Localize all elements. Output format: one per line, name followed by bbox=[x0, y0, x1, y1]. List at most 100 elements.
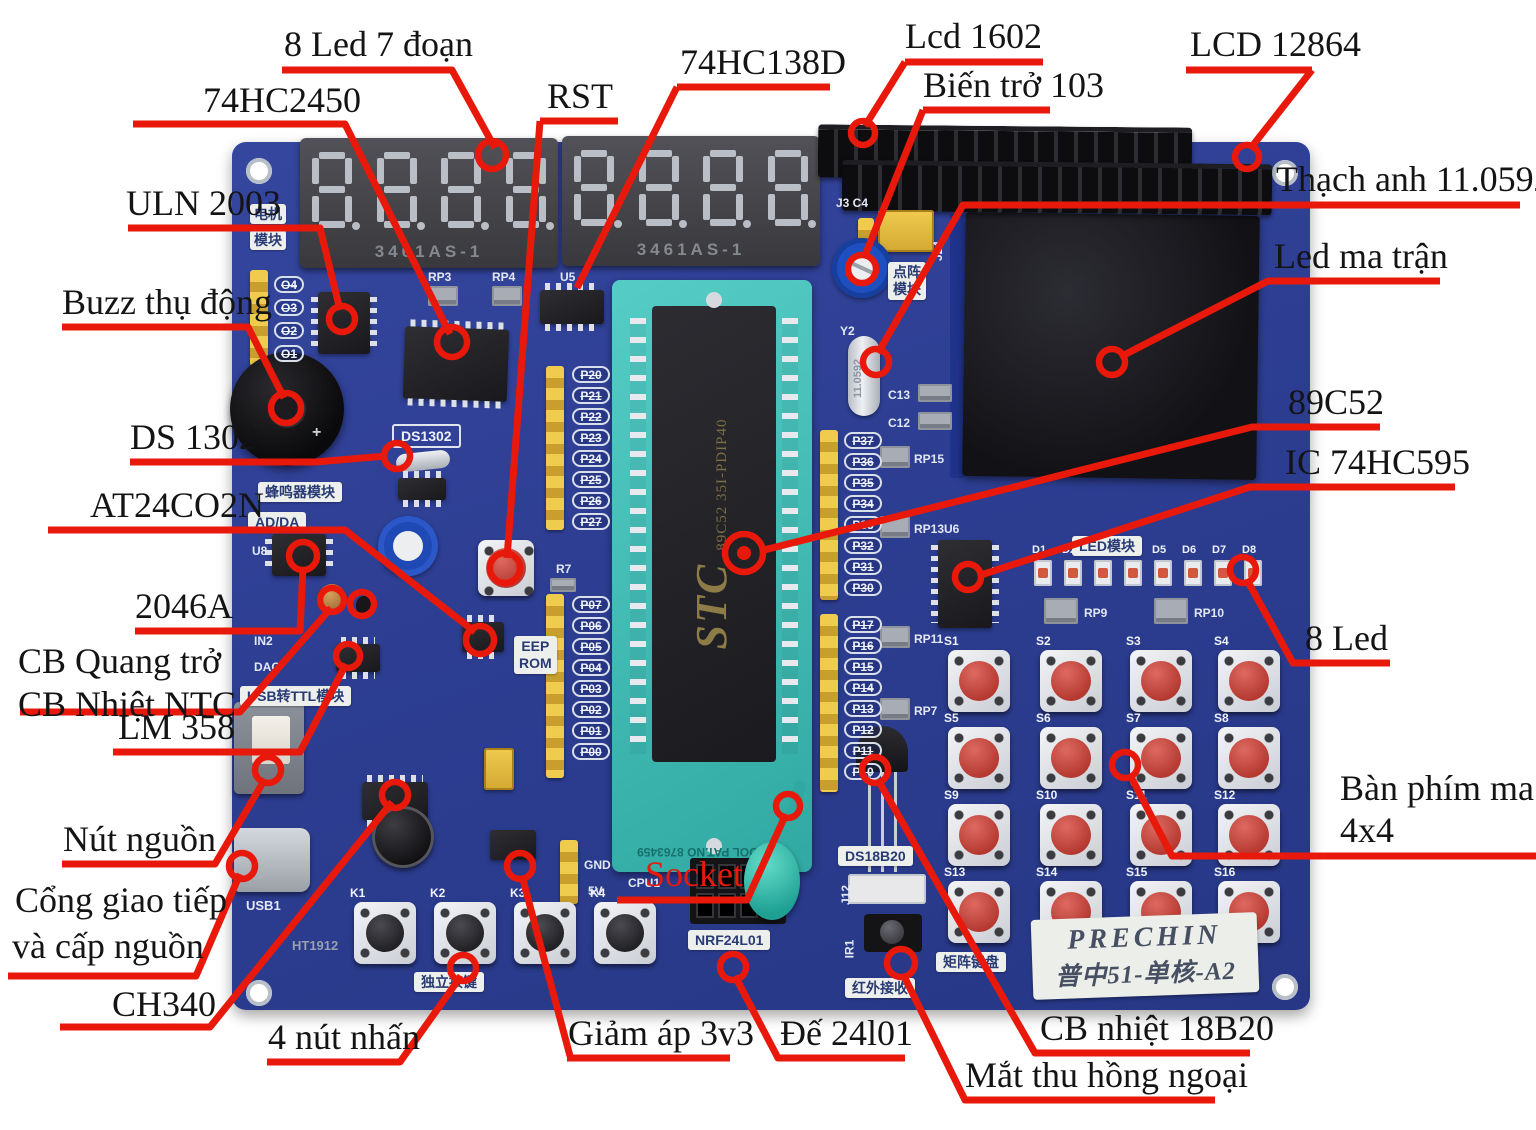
mount-hole bbox=[246, 980, 272, 1006]
callout-de24l01: Đế 24l01 bbox=[780, 1013, 913, 1053]
callout-cb-quang: CB Quang trở bbox=[18, 641, 222, 681]
led-d1: D1 bbox=[1032, 544, 1052, 586]
callout-89c52: 89C52 bbox=[1288, 382, 1385, 422]
callout-socket: Socket bbox=[645, 854, 743, 894]
callout-cb18b20: CB nhiệt 18B20 bbox=[1040, 1008, 1275, 1048]
resistor-network bbox=[880, 446, 910, 468]
u6-silk: U6 bbox=[944, 522, 960, 536]
rp10-silk: RP10 bbox=[1194, 606, 1225, 620]
mount-hole bbox=[1272, 160, 1298, 186]
dip-pins-right bbox=[782, 318, 798, 754]
u5-silk: U5 bbox=[560, 270, 576, 284]
reset-button bbox=[478, 540, 534, 596]
key-s1: S1 bbox=[944, 634, 1010, 712]
uln2003-chip bbox=[311, 292, 377, 354]
rp3-silk: RP3 bbox=[428, 270, 452, 284]
jumper-block bbox=[878, 210, 934, 252]
ir1-silk: IR1 bbox=[842, 939, 857, 959]
rp9-part bbox=[1044, 598, 1078, 624]
j12-silk: J12 bbox=[839, 884, 854, 906]
mount-hole bbox=[246, 158, 272, 184]
teal-capacitor bbox=[744, 842, 800, 920]
callout-banphim-1: Bàn phím ma trận bbox=[1340, 768, 1536, 808]
header-p0 bbox=[546, 594, 564, 778]
lcd12864-connector bbox=[841, 159, 1273, 216]
header-p2 bbox=[546, 366, 564, 530]
at24c02-chip bbox=[462, 615, 504, 659]
socket-screw-top bbox=[706, 292, 722, 308]
key-s3: S3 bbox=[1126, 634, 1192, 712]
callout-at24c02n: AT24CO2N bbox=[90, 485, 265, 525]
callout-74hc595: IC 74HC595 bbox=[1285, 442, 1471, 482]
key-s5: S5 bbox=[944, 711, 1010, 789]
r7-part bbox=[550, 578, 576, 592]
key-s11: S11 bbox=[1126, 788, 1192, 866]
power-switch-button bbox=[252, 716, 290, 764]
capacitor bbox=[918, 384, 952, 402]
rp9-silk: RP9 bbox=[1084, 606, 1108, 620]
key-s6: S6 bbox=[1036, 711, 1102, 789]
resistor-network bbox=[880, 516, 910, 538]
brand-label: PRECHIN 普中51-单核-A2 bbox=[1030, 912, 1260, 1000]
callout-bientro: Biến trở 103 bbox=[923, 65, 1105, 105]
dac-silk: DAC bbox=[254, 660, 280, 674]
led-module-silk: LED模块 bbox=[1072, 536, 1142, 557]
usb1-silk: USB1 bbox=[246, 898, 281, 913]
brand-model: 普中51-单核-A2 bbox=[1054, 957, 1237, 992]
dot-matrix-silk: 点阵模块 bbox=[888, 262, 926, 300]
buzzer-plus-mark: + bbox=[312, 424, 322, 441]
key-s8: S8 bbox=[1214, 711, 1280, 789]
callout-banphim-2: 4x4 bbox=[1340, 810, 1394, 850]
ds18b20-silk: DS18B20 bbox=[838, 846, 913, 867]
key-s9: S9 bbox=[944, 788, 1010, 866]
led-d4: D4 bbox=[1122, 544, 1142, 586]
buzzer-center bbox=[268, 390, 306, 428]
power-header bbox=[560, 840, 578, 904]
key-s7: S7 bbox=[1126, 711, 1192, 789]
stc-logo: STC bbox=[687, 562, 736, 650]
j24-silk: J24 bbox=[931, 240, 946, 262]
ds1302-silk: DS1302 bbox=[392, 424, 461, 449]
stc-part-number: 89C52 35I-PDIP40 bbox=[714, 418, 730, 551]
key-s12: S12 bbox=[1214, 788, 1280, 866]
rp15-silk: RP15 bbox=[914, 452, 945, 466]
key-k3: K3 bbox=[510, 886, 576, 964]
74hc595-chip bbox=[931, 540, 999, 628]
5v-silk: 5V bbox=[588, 884, 603, 898]
in2-silk: IN2 bbox=[254, 634, 273, 648]
independent-keys-silk: 独立按键 bbox=[414, 972, 484, 993]
usbttl-silk: USB转TTL模块 bbox=[240, 686, 352, 707]
callout-matthu: Mắt thu hồng ngoại bbox=[965, 1055, 1248, 1095]
led-dot-matrix bbox=[962, 211, 1260, 481]
key-s4: S4 bbox=[1214, 634, 1280, 712]
dip-pins-left bbox=[630, 318, 646, 754]
ntc-sensor bbox=[356, 596, 372, 614]
micro-usb-port bbox=[234, 828, 310, 892]
callout-ledmatran: Led ma trận bbox=[1274, 236, 1448, 276]
seven-segment-digits bbox=[572, 148, 816, 228]
motor-silk-2: 模块 bbox=[250, 230, 286, 251]
callout-uln2003: ULN 2003 bbox=[126, 183, 281, 223]
ir-module-silk: 红外接收 bbox=[845, 978, 915, 999]
ir-receiver-dome bbox=[880, 920, 904, 944]
sensor-leg bbox=[868, 772, 871, 872]
rp11-silk: RP11 bbox=[914, 632, 944, 646]
rp4-silk: RP4 bbox=[492, 270, 516, 284]
led-d7: D7 bbox=[1212, 544, 1232, 586]
callout-ch340: CH340 bbox=[112, 984, 217, 1024]
display-part-number: 3461AS-1 bbox=[636, 240, 746, 259]
led-d6: D6 bbox=[1182, 544, 1202, 586]
callout-4nut: 4 nút nhấn bbox=[268, 1017, 420, 1057]
key-s10: S10 bbox=[1036, 788, 1102, 866]
callout-74hc2450: 74HC2450 bbox=[203, 80, 362, 120]
callout-lm358: LM 358 bbox=[118, 707, 235, 747]
c13-silk: C13 bbox=[888, 388, 911, 402]
header-p1 bbox=[820, 614, 838, 792]
rp13-silk: RP13 bbox=[914, 522, 945, 536]
adda-pot-dial bbox=[393, 531, 423, 561]
seven-segment-digits bbox=[310, 150, 554, 230]
